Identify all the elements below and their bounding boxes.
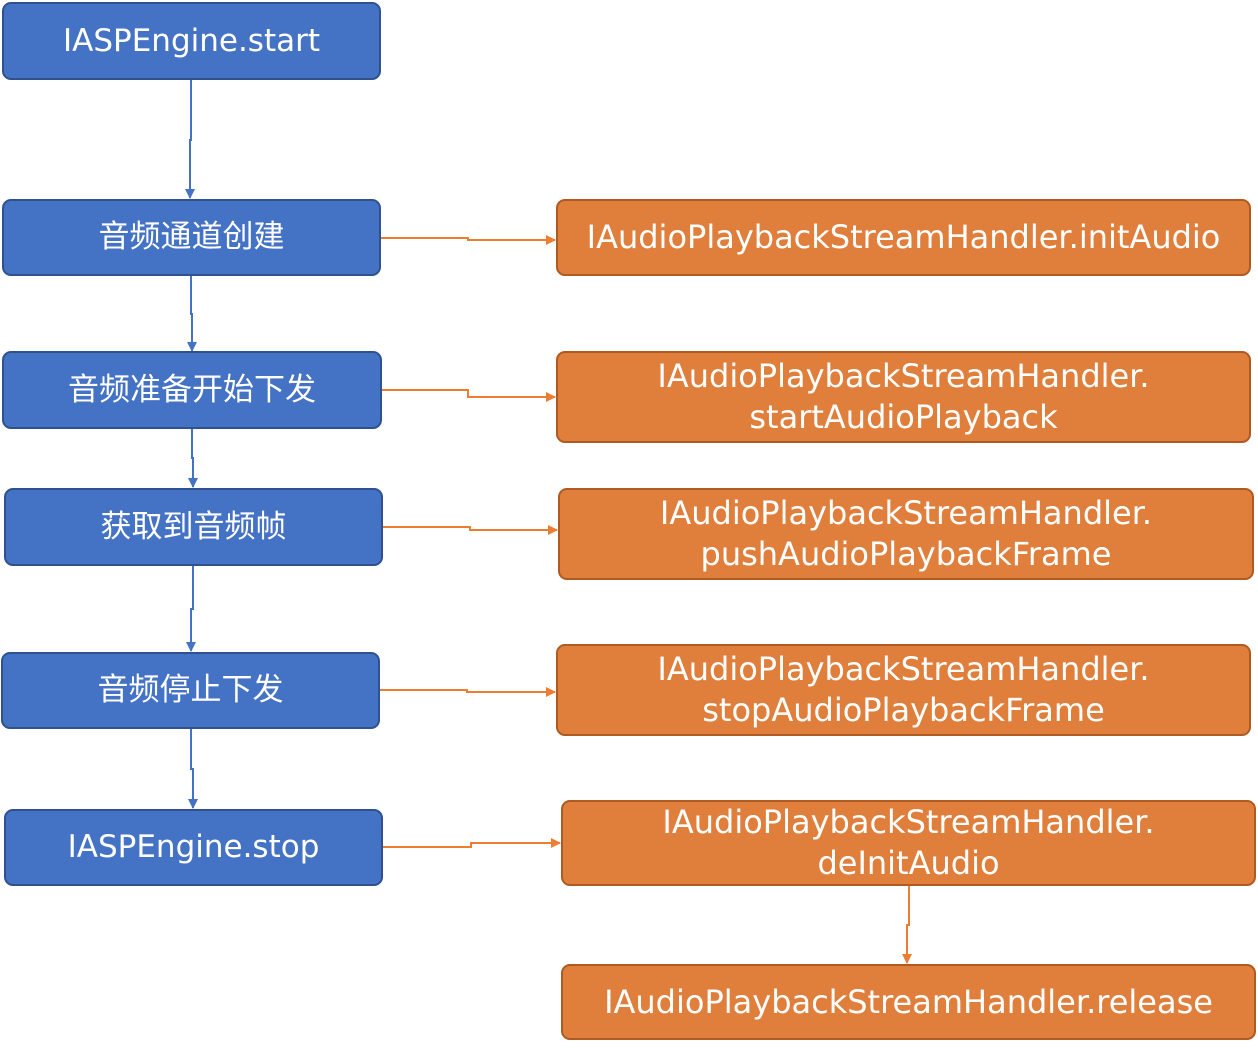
node-stop-send: 音频停止下发 [1, 652, 380, 729]
node-channel-create: 音频通道创建 [2, 199, 381, 276]
node-label-line1: IAudioPlaybackStreamHandler. [657, 650, 1150, 688]
node-label-line2: pushAudioPlaybackFrame [700, 535, 1112, 573]
node-push-frame: IAudioPlaybackStreamHandler. pushAudioPl… [558, 488, 1254, 580]
node-label-line1: IAudioPlaybackStreamHandler. [657, 357, 1150, 395]
arrow-start-to-channel [185, 80, 195, 199]
node-label-line1: IAudioPlaybackStreamHandler. [662, 803, 1155, 841]
node-label-line1: IAudioPlaybackStreamHandler. [659, 494, 1153, 532]
node-label: IAudioPlaybackStreamHandler.release [604, 982, 1213, 1021]
node-prepare-send: 音频准备开始下发 [2, 351, 382, 429]
node-label: 音频通道创建 [98, 219, 285, 255]
node-label-line2: startAudioPlayback [749, 398, 1058, 436]
node-label-line2: deInitAudio [817, 844, 1000, 882]
node-release: IAudioPlaybackStreamHandler.release [561, 964, 1256, 1040]
arrow-engine-stop-to-deinit [383, 838, 561, 848]
arrow-deinit-to-release [902, 886, 912, 964]
node-stop-frame: IAudioPlaybackStreamHandler. stopAudioPl… [556, 644, 1251, 736]
node-get-frame: 获取到音频帧 [4, 488, 383, 566]
arrow-stop-to-stopframe [380, 687, 556, 697]
node-engine-stop: IASPEngine.stop [4, 809, 383, 886]
node-deinit-audio: IAudioPlaybackStreamHandler. deInitAudio [561, 800, 1256, 886]
node-label: 音频停止下发 [97, 672, 284, 708]
node-label: 获取到音频帧 [100, 508, 287, 545]
node-engine-start: IASPEngine.start [2, 2, 381, 80]
arrow-channel-to-init [381, 235, 556, 245]
arrow-prepare-to-frame [188, 429, 198, 488]
arrow-stop-to-engine-stop [188, 729, 198, 809]
arrow-channel-to-prepare [187, 276, 197, 352]
node-label: IAudioPlaybackStreamHandler.initAudio [586, 218, 1221, 256]
node-label: 音频准备开始下发 [68, 371, 316, 408]
node-label: IASPEngine.start [62, 22, 321, 59]
node-init-audio: IAudioPlaybackStreamHandler.initAudio [556, 199, 1251, 276]
arrow-frame-to-push [383, 525, 558, 535]
node-label-line2: stopAudioPlaybackFrame [702, 691, 1105, 729]
arrow-prepare-to-start [382, 389, 556, 402]
node-start-playback: IAudioPlaybackStreamHandler. startAudioP… [556, 351, 1251, 443]
node-label: IASPEngine.stop [67, 829, 320, 865]
arrow-frame-to-stop [186, 566, 196, 652]
